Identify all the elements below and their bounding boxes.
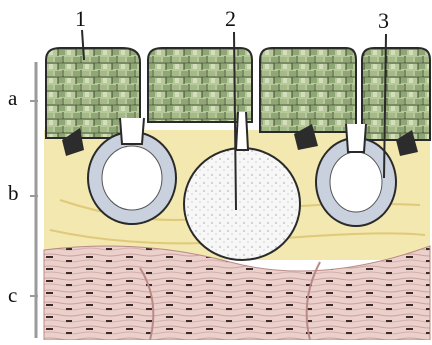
label-3: 3 bbox=[378, 10, 389, 32]
layer-a-epidermis-block-2 bbox=[148, 48, 252, 122]
layer-a-epidermis-block-4 bbox=[362, 48, 430, 140]
label-b: b bbox=[8, 183, 19, 204]
label-c: c bbox=[8, 285, 17, 306]
label-2: 2 bbox=[225, 8, 236, 30]
label-a: a bbox=[8, 88, 17, 109]
label-1: 1 bbox=[75, 8, 86, 30]
layer-a-epidermis-block-3 bbox=[260, 48, 356, 132]
